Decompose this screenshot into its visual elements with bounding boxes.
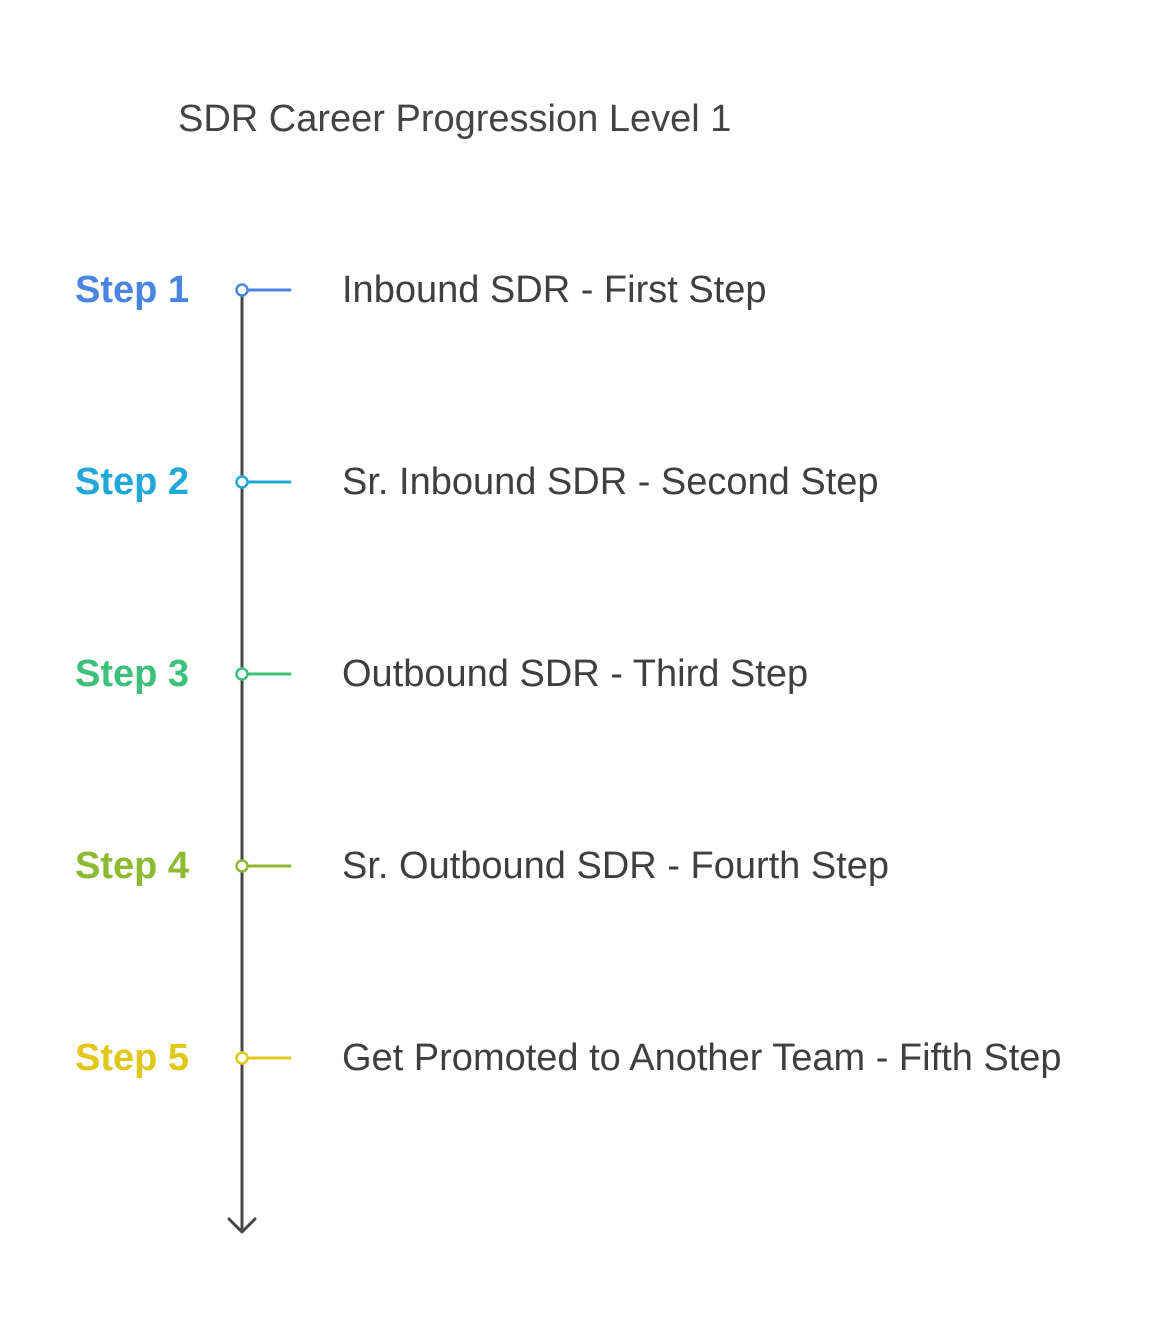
circle-icon [235,859,249,873]
step-label: Step 3 [75,653,190,695]
step-description: Outbound SDR - Third Step [342,653,809,695]
step-label: Step 5 [75,1037,190,1079]
step-description: Get Promoted to Another Team - Fifth Ste… [342,1037,1062,1079]
step-row-2: Step 2 Sr. Inbound SDR - Second Step [0,452,1156,512]
circle-icon [235,1051,249,1065]
timeline-nodes [235,283,292,1065]
step-row-4: Step 4 Sr. Outbound SDR - Fourth Step [0,836,1156,896]
step-description: Sr. Outbound SDR - Fourth Step [342,845,890,887]
step-label: Step 1 [75,269,190,311]
arrow-down-icon [227,1217,257,1234]
circle-icon [235,283,249,297]
step-row-1: Step 1 Inbound SDR - First Step [0,260,1156,320]
step-row-3: Step 3 Outbound SDR - Third Step [0,644,1156,704]
circle-icon [235,667,249,681]
step-row-5: Step 5 Get Promoted to Another Team - Fi… [0,1028,1156,1088]
diagram-title: SDR Career Progression Level 1 [178,98,732,140]
step-label: Step 4 [75,845,190,887]
step-description: Inbound SDR - First Step [342,269,767,311]
step-label: Step 2 [75,461,190,503]
circle-icon [235,475,249,489]
step-description: Sr. Inbound SDR - Second Step [342,461,879,503]
